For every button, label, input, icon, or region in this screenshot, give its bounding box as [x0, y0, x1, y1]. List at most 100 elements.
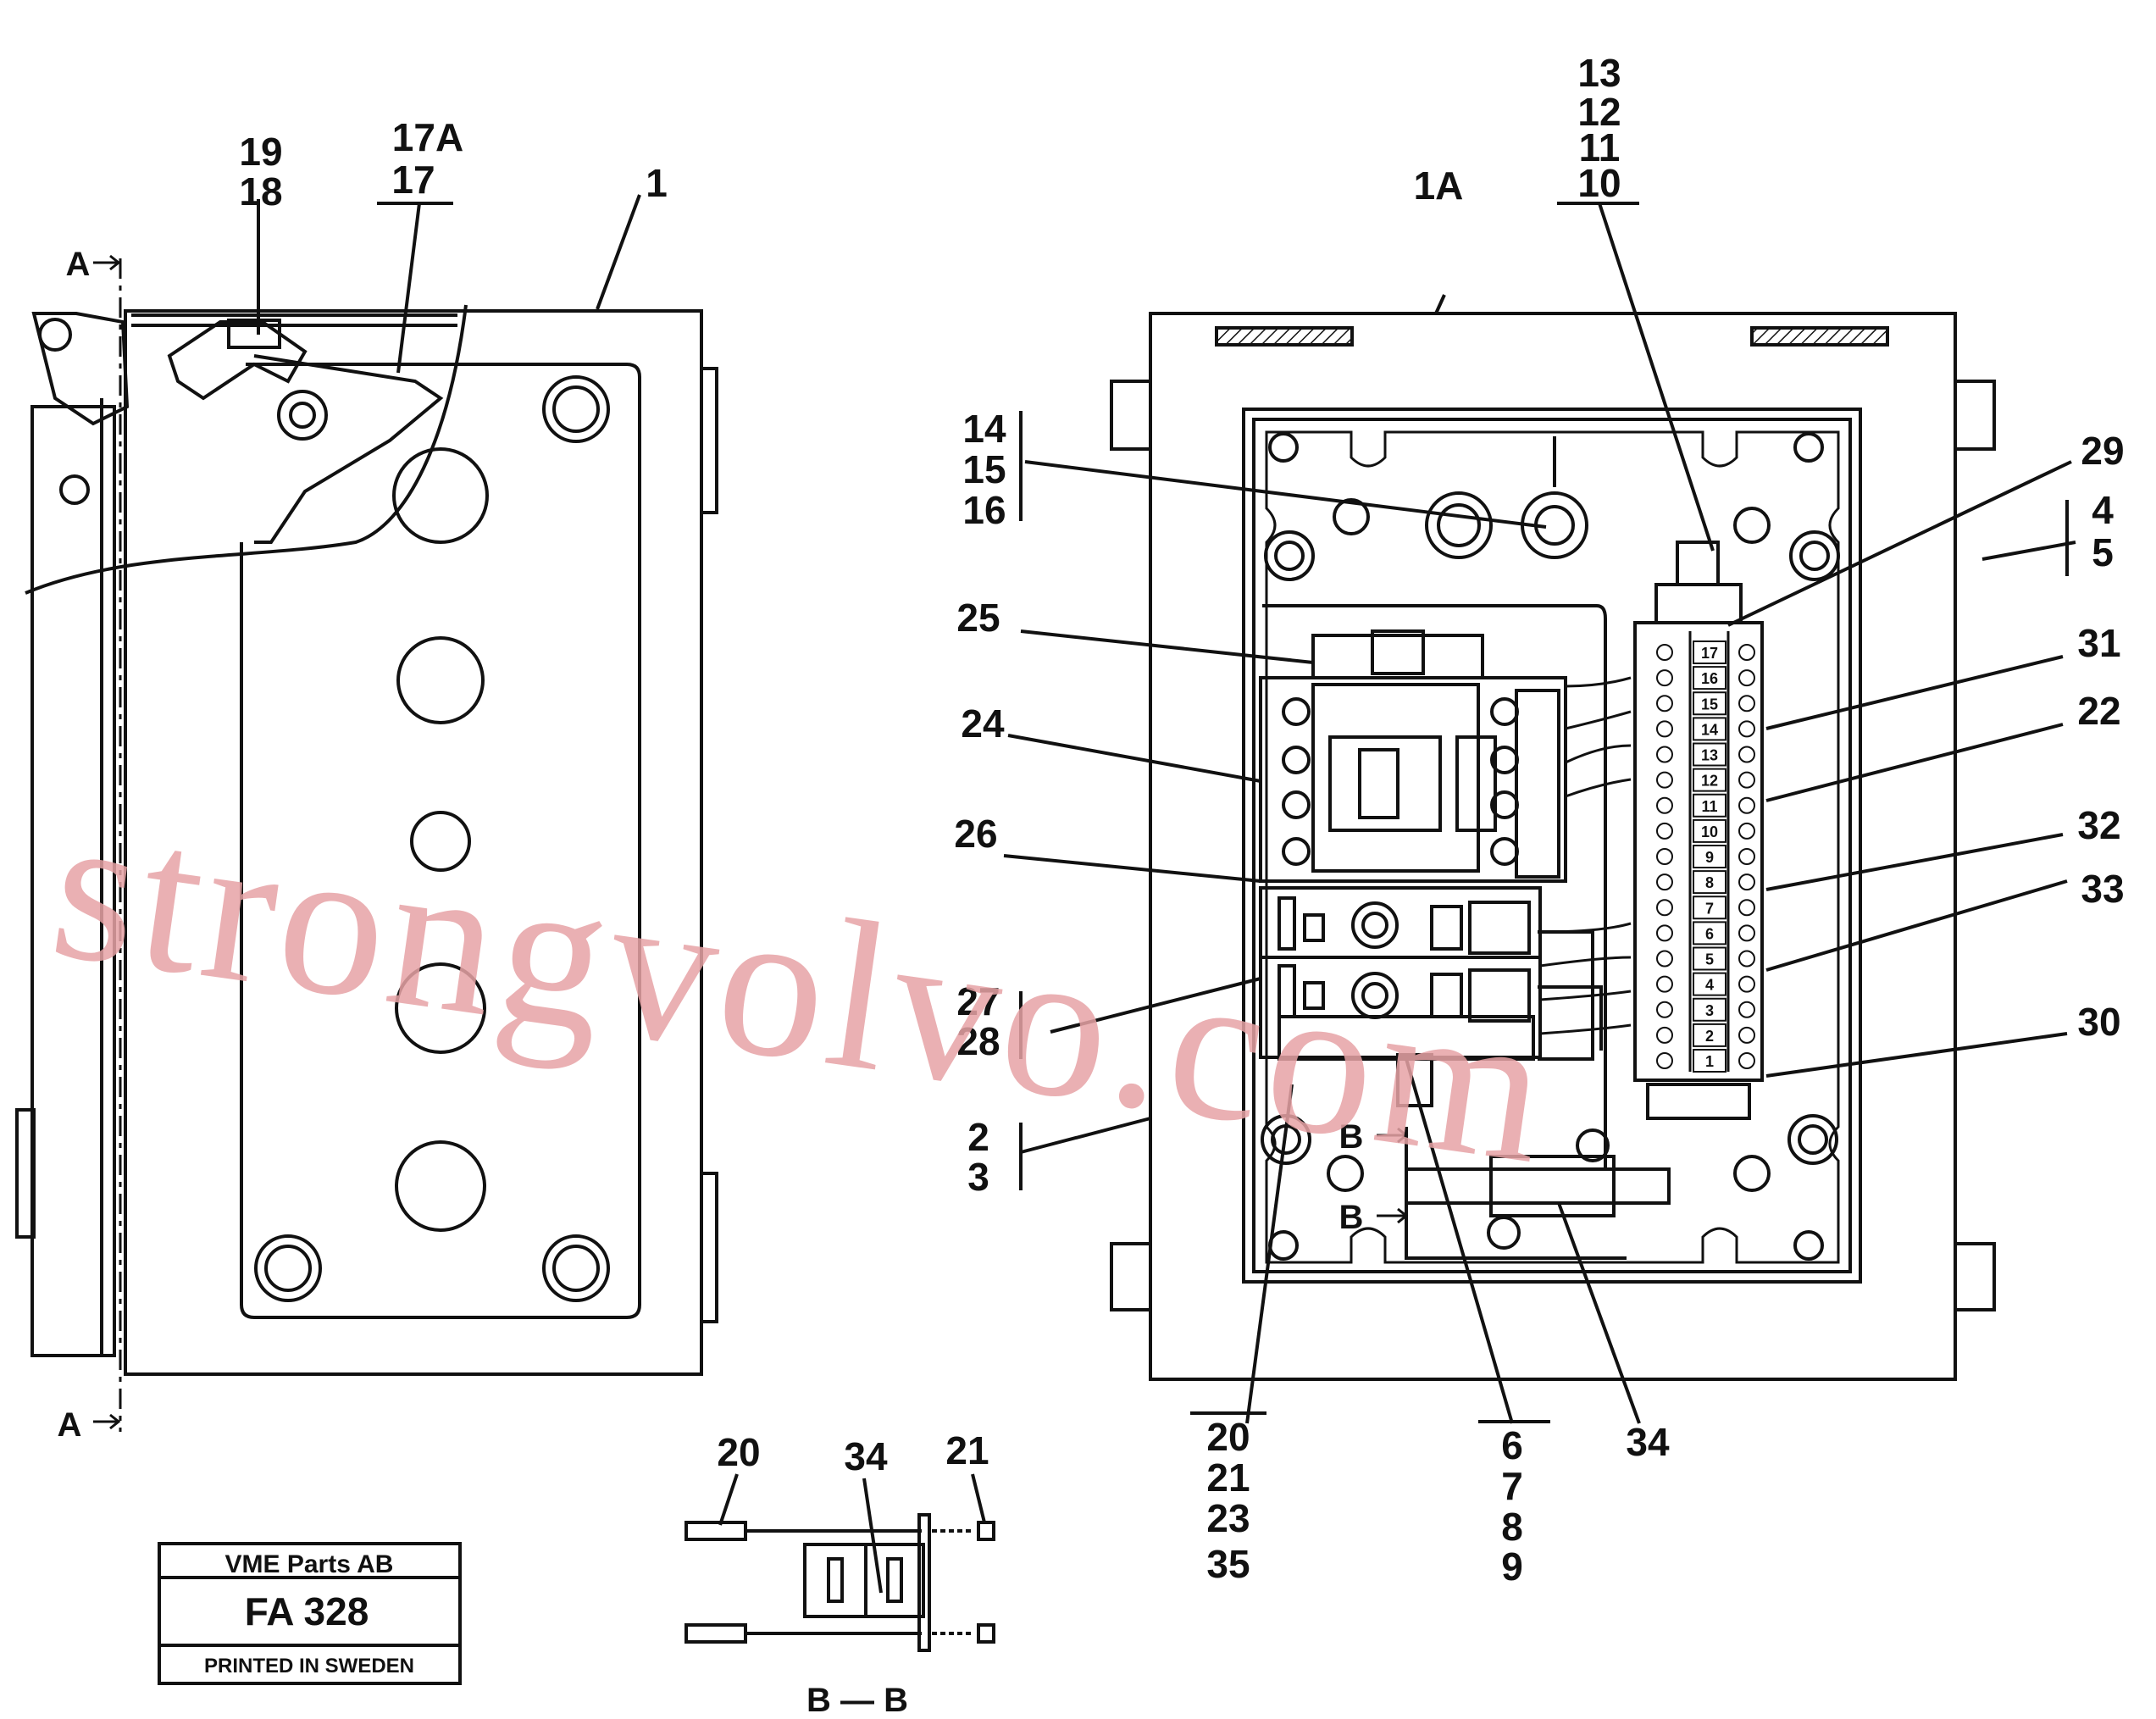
callout-7: 7: [1501, 1464, 1523, 1508]
callout-29: 29: [2081, 429, 2124, 473]
terminal-cell: [1693, 870, 1726, 895]
callout-9: 9: [1501, 1544, 1523, 1589]
terminal-number: 14: [1701, 721, 1718, 738]
terminal-screw: [1656, 720, 1673, 738]
watermark-text: strongvolvo.com: [40, 767, 1564, 1209]
terminal-screw: [1656, 873, 1673, 891]
terminal-cell: [1693, 946, 1726, 971]
terminal-cell: [1693, 742, 1726, 767]
section-b-lower: B: [1339, 1199, 1364, 1236]
callout-4: 4: [2092, 488, 2114, 532]
terminal-number: 16: [1701, 670, 1718, 687]
callout-19: 19: [239, 130, 282, 174]
terminal-screw: [1738, 924, 1755, 942]
terminal-screw: [1738, 720, 1755, 738]
callout-1a: 1A: [1414, 164, 1464, 208]
terminal-screw: [1738, 669, 1755, 687]
callout-27: 27: [956, 979, 1000, 1023]
section-a-top: A: [66, 246, 91, 283]
terminal-number: 7: [1705, 900, 1714, 917]
terminal-screw: [1656, 950, 1673, 968]
right-enclosure-view: [1003, 202, 2076, 1424]
terminal-screw: [1738, 1052, 1755, 1069]
terminal-number: 8: [1705, 874, 1714, 891]
callout-31: 31: [2077, 621, 2120, 665]
terminal-screw: [1738, 873, 1755, 891]
terminal-cell: [1693, 1023, 1726, 1047]
callout-17: 17: [391, 158, 435, 202]
terminal-cell: [1693, 818, 1726, 843]
terminal-screw: [1656, 644, 1673, 661]
section-a-bottom: A: [58, 1406, 82, 1444]
terminal-number: 6: [1705, 925, 1714, 942]
terminal-cell: [1693, 666, 1726, 690]
callout-12: 12: [1577, 90, 1621, 134]
terminal-number: 10: [1701, 823, 1718, 840]
detail-caption: B — B: [806, 1682, 908, 1719]
detail-callout-34: 34: [844, 1434, 888, 1478]
terminal-screw: [1656, 1026, 1673, 1044]
callout-labels: 19 18 17A 17 1 A A 13 12 11 10 1A 14 15 …: [58, 51, 2125, 1719]
callout-13: 13: [1577, 51, 1621, 95]
terminal-number: 15: [1701, 696, 1718, 713]
terminal-number: 12: [1701, 773, 1718, 790]
callout-24: 24: [961, 701, 1005, 746]
terminal-cell: [1693, 997, 1726, 1022]
detail-callout-20: 20: [717, 1430, 760, 1474]
terminal-number: 2: [1705, 1028, 1714, 1045]
terminal-screw: [1738, 899, 1755, 917]
terminal-screw: [1738, 848, 1755, 865]
callout-6: 6: [1501, 1423, 1523, 1467]
callout-16: 16: [962, 488, 1006, 532]
terminal-number: 11: [1701, 798, 1717, 815]
callout-35: 35: [1206, 1542, 1250, 1586]
terminal-number: 9: [1705, 849, 1714, 866]
terminal-screw: [1656, 1001, 1673, 1018]
terminal-screw: [1656, 669, 1673, 687]
terminal-cell: [1693, 768, 1726, 792]
terminal-cell: [1693, 845, 1726, 868]
terminal-cell: [1693, 1049, 1726, 1073]
callout-32: 32: [2077, 803, 2120, 847]
terminal-number: 4: [1705, 977, 1714, 994]
terminal-cell: [1693, 793, 1726, 818]
callout-1: 1: [646, 161, 668, 205]
terminal-cell: [1693, 972, 1726, 996]
callout-30: 30: [2077, 1000, 2120, 1044]
terminal-cell: [1693, 640, 1726, 664]
callout-21: 21: [1206, 1456, 1250, 1500]
callout-25: 25: [956, 596, 1000, 640]
callout-2: 2: [967, 1115, 989, 1159]
title-block: [158, 1542, 462, 1685]
terminal-cell: [1693, 921, 1726, 945]
callout-17a: 17A: [392, 115, 463, 159]
terminal-screw: [1656, 822, 1673, 840]
terminal-screw: [1738, 644, 1755, 661]
terminal-screw: [1738, 1026, 1755, 1044]
terminal-number: 1: [1705, 1053, 1714, 1070]
terminal-number: 13: [1701, 747, 1718, 764]
terminal-cell: [1693, 691, 1726, 716]
callout-5: 5: [2092, 530, 2114, 574]
terminal-screw: [1656, 746, 1673, 763]
terminal-screw: [1738, 695, 1755, 713]
callout-15: 15: [962, 447, 1006, 491]
callout-33: 33: [2081, 867, 2124, 911]
callout-20: 20: [1206, 1415, 1250, 1459]
title-code: FA 328: [245, 1589, 369, 1633]
terminal-screw: [1738, 746, 1755, 763]
terminal-number: 3: [1705, 1002, 1714, 1019]
left-cover-view: [15, 194, 718, 1432]
detail-bb-view: [684, 1473, 995, 1652]
callout-28: 28: [956, 1019, 1000, 1063]
callout-11: 11: [1579, 125, 1621, 169]
terminal-cell: [1693, 896, 1726, 920]
callout-18: 18: [239, 169, 282, 213]
terminal-screw: [1656, 695, 1673, 713]
terminal-screw: [1656, 771, 1673, 789]
terminal-cell: [1693, 717, 1726, 741]
terminal-number: 17: [1701, 645, 1718, 662]
terminal-screw: [1738, 771, 1755, 789]
title-printed: PRINTED IN SWEDEN: [204, 1655, 414, 1677]
